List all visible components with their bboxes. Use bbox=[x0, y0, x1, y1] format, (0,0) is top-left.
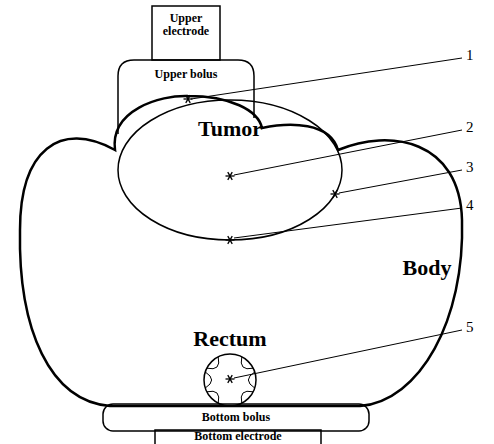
mucosal-fold bbox=[205, 372, 211, 388]
leader-line bbox=[234, 330, 462, 378]
electrode-plate: Bottom electrode bbox=[155, 430, 321, 444]
plate-outline bbox=[152, 6, 220, 60]
leader-line bbox=[339, 170, 462, 193]
tumor-region: Tumor bbox=[116, 98, 344, 242]
node-label: Upper bolus bbox=[118, 68, 254, 81]
tumor-contour bbox=[118, 100, 342, 240]
callout-number: 5 bbox=[466, 319, 474, 336]
callout-number: 2 bbox=[466, 119, 474, 136]
rectum-organ: Rectum bbox=[184, 326, 276, 408]
body-contour bbox=[20, 96, 462, 406]
water-bolus: Bottom bolus bbox=[103, 404, 369, 431]
rectum-wall bbox=[204, 354, 256, 406]
bolus-outline bbox=[103, 404, 369, 431]
node-label: Body bbox=[394, 256, 460, 280]
mucosal-fold bbox=[207, 357, 219, 369]
star-stroke bbox=[228, 172, 233, 180]
star-marker bbox=[226, 375, 235, 383]
body-outline: Body TumorRectum bbox=[18, 92, 466, 410]
leader-line bbox=[191, 58, 462, 99]
node-label: Rectum bbox=[184, 327, 276, 351]
mucosal-fold bbox=[241, 391, 253, 403]
node-label: Bottom bolus bbox=[103, 411, 369, 424]
star-marker bbox=[226, 172, 235, 180]
callout-number: 4 bbox=[466, 197, 474, 214]
callout-number: 1 bbox=[466, 47, 474, 64]
mucosal-fold bbox=[241, 357, 253, 369]
star-stroke bbox=[228, 375, 233, 383]
mucosal-fold bbox=[207, 391, 219, 403]
electrode-plate: Upper electrode bbox=[152, 6, 220, 60]
plate-outline bbox=[155, 430, 321, 444]
mucosal-fold bbox=[248, 372, 254, 388]
star-stroke bbox=[228, 375, 233, 383]
star-stroke bbox=[228, 172, 233, 180]
node-label: Tumor bbox=[178, 117, 282, 141]
leader-line bbox=[234, 208, 462, 238]
callout-number: 3 bbox=[466, 159, 474, 176]
node-label: Upper electrode bbox=[152, 12, 220, 38]
node-label: Bottom electrode bbox=[155, 430, 321, 443]
